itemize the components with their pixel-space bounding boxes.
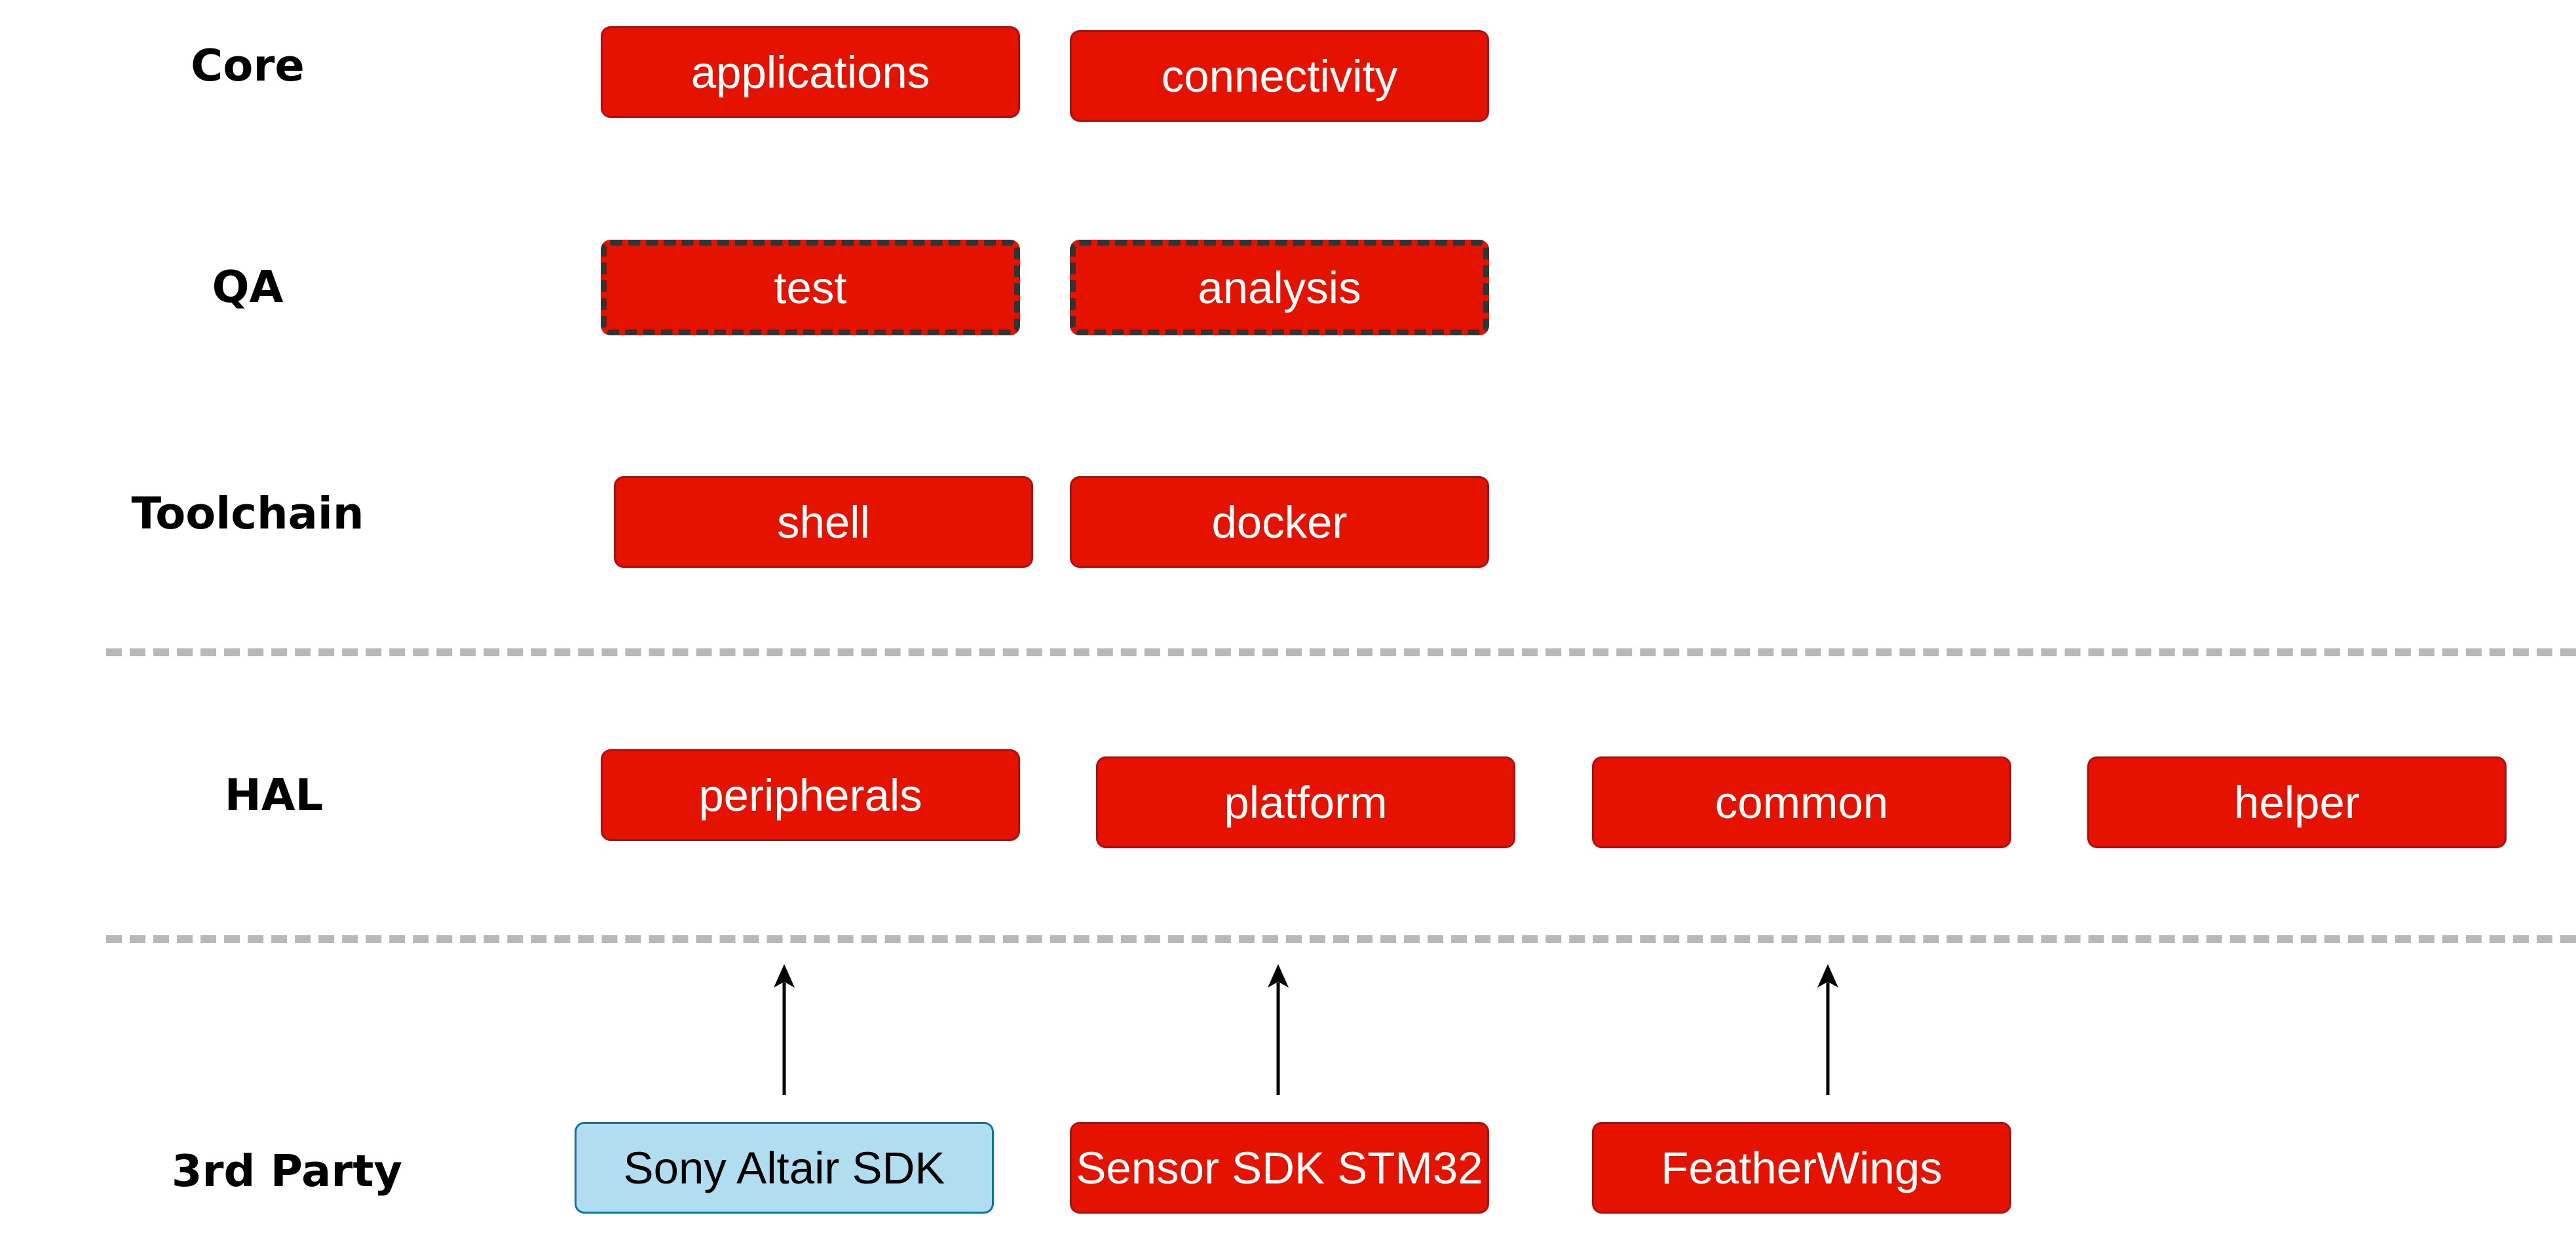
module-helper: helper xyxy=(2087,756,2507,848)
module-docker: docker xyxy=(1070,476,1489,568)
module-common: common xyxy=(1592,756,2011,848)
module-connectivity: connectivity xyxy=(1070,30,1489,122)
arrow-sony-altair xyxy=(774,964,795,1095)
module-featherwings: FeatherWings xyxy=(1592,1122,2011,1214)
module-sensor-sdk-stm32: Sensor SDK STM32 xyxy=(1070,1122,1489,1214)
layer-separator xyxy=(106,935,2576,943)
layer-label-third-party: 3rd Party xyxy=(171,1145,403,1197)
arrow-featherwings xyxy=(1817,964,1838,1095)
module-peripherals: peripherals xyxy=(601,749,1020,841)
layer-label-toolchain: Toolchain xyxy=(131,488,364,539)
layer-label-core: Core xyxy=(191,40,305,91)
module-platform: platform xyxy=(1096,756,1515,848)
layer-label-hal: HAL xyxy=(224,770,324,821)
module-sony-altair-sdk: Sony Altair SDK xyxy=(575,1122,994,1214)
module-analysis: analysis xyxy=(1070,240,1489,335)
module-shell: shell xyxy=(614,476,1033,568)
layer-separator xyxy=(106,648,2576,656)
arrow-sensor-sdk xyxy=(1268,964,1289,1095)
module-applications: applications xyxy=(601,26,1020,118)
module-test: test xyxy=(601,240,1020,335)
layer-label-qa: QA xyxy=(212,261,284,312)
